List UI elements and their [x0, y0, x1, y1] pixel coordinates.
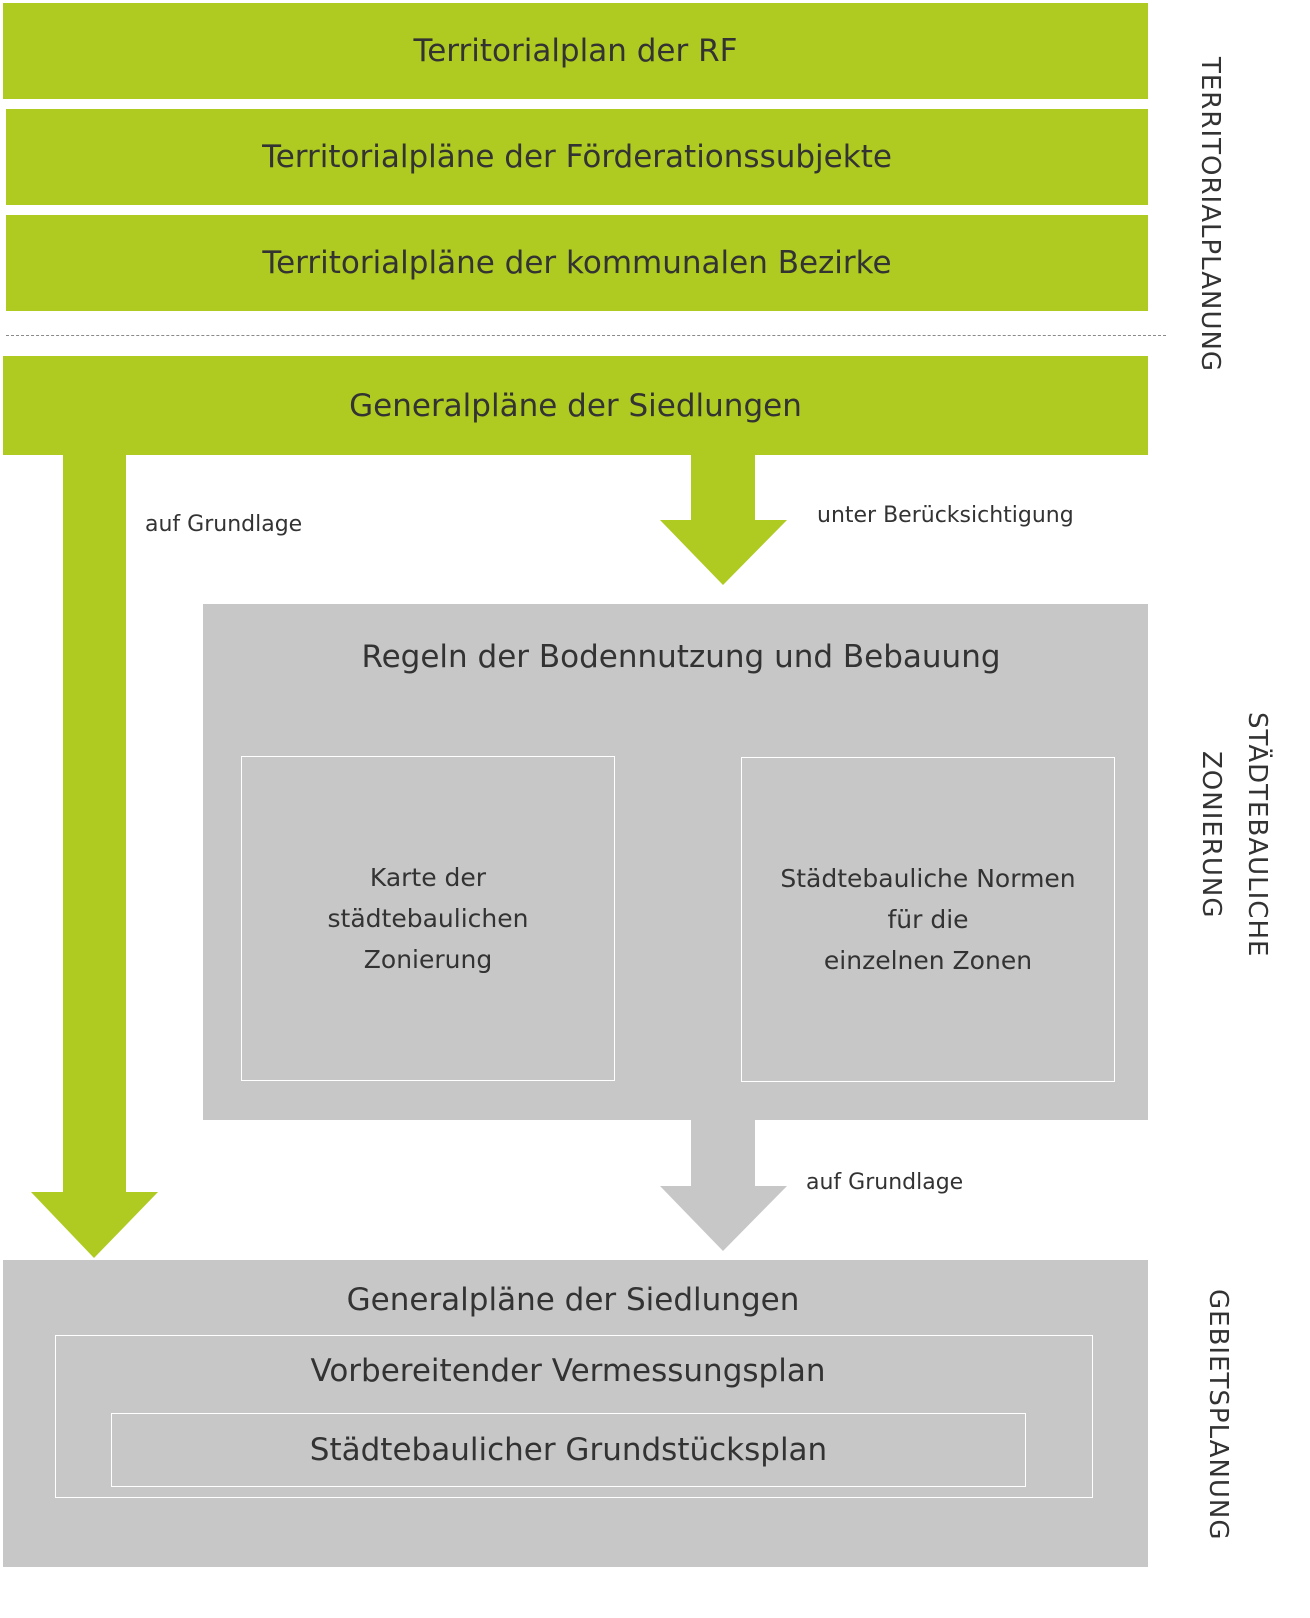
- zoning-map-box: Karte der städtebaulichen Zonierung: [241, 756, 615, 1081]
- urban-zoning-side-label: STÄDTEBAULICHE ZONIERUNG: [1196, 712, 1272, 958]
- level-municipal-districts-label: Territorialpläne der kommunalen Bezirke: [262, 245, 892, 281]
- zone-norms-label: Städtebauliche Normen für die einzelnen …: [780, 864, 1076, 975]
- territorial-planning-side-label: TERRITORIALPLANUNG: [1195, 57, 1225, 373]
- level-federal-subjects-label: Territorialpläne der Förderationssubjekt…: [262, 139, 892, 175]
- zoning-map-label: Karte der städtebaulichen Zonierung: [327, 863, 529, 974]
- section-divider: [6, 335, 1166, 336]
- area-planning-side-label: GEBIETSPLANUNG: [1203, 1289, 1233, 1541]
- left-arrow-label: auf Grundlage: [145, 512, 303, 537]
- plot-plan-box: Städtebaulicher Grundstücksplan: [111, 1413, 1026, 1487]
- level-rf-bar: Territorialplan der RF: [3, 3, 1148, 99]
- zoning-rules-box: [203, 604, 1148, 1120]
- right-arrow-label: unter Berücksichtigung: [817, 503, 1074, 528]
- level-federal-subjects-bar: Territorialpläne der Förderationssubjekt…: [6, 109, 1148, 205]
- zone-norms-box: Städtebauliche Normen für die einzelnen …: [741, 757, 1115, 1082]
- level-rf-label: Territorialplan der RF: [413, 33, 738, 69]
- gray-arrow: [660, 1118, 787, 1251]
- left-green-arrow: [31, 455, 158, 1258]
- general-plan-bar: Generalpläne der Siedlungen: [3, 356, 1148, 455]
- area-planning-title: Generalpläne der Siedlungen: [346, 1282, 800, 1318]
- plot-plan-label: Städtebaulicher Grundstücksplan: [309, 1432, 828, 1468]
- zoning-rules-title: Regeln der Bodennutzung und Bebauung: [361, 639, 1001, 675]
- survey-plan-label: Vorbereitender Vermessungsplan: [310, 1353, 826, 1389]
- level-municipal-districts-bar: Territorialpläne der kommunalen Bezirke: [6, 215, 1148, 311]
- survey-plan-box: [55, 1335, 1093, 1498]
- middle-green-arrow: [660, 455, 787, 585]
- bottom-arrow-label: auf Grundlage: [806, 1170, 964, 1195]
- general-plan-label: Generalpläne der Siedlungen: [349, 387, 802, 424]
